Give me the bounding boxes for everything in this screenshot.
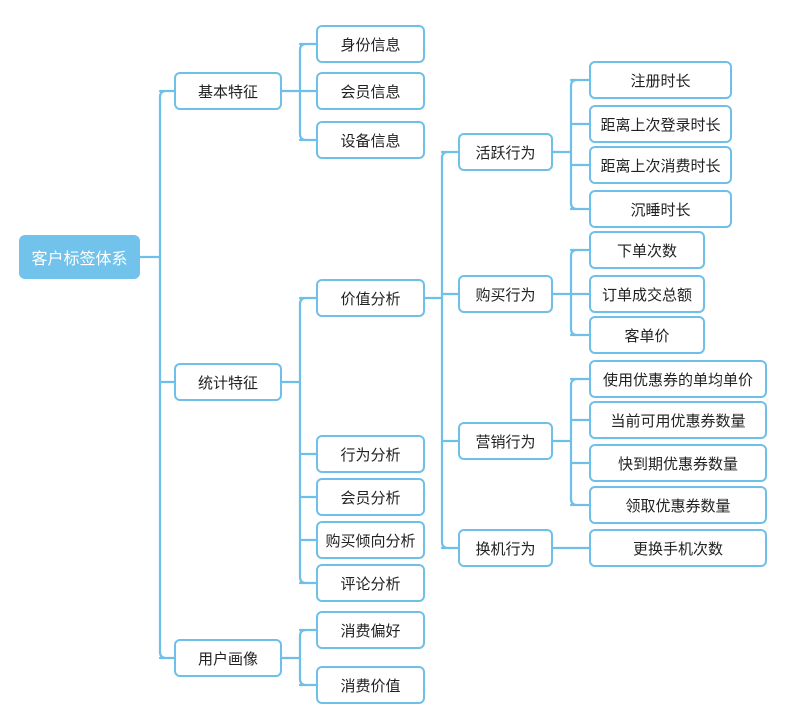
- node-consumption-preference: 消费偏好: [316, 611, 425, 649]
- connector-active-children: [551, 78, 591, 211]
- node-claimed-coupons: 领取优惠券数量: [589, 486, 767, 524]
- connector-basic-children: [280, 42, 318, 142]
- node-identity-info: 身份信息: [316, 25, 425, 63]
- node-active-behavior: 活跃行为: [458, 133, 553, 171]
- connector-purchase-children: [551, 248, 591, 337]
- connector-persona-children: [280, 628, 318, 687]
- node-marketing-behavior: 营销行为: [458, 422, 553, 460]
- node-purchase-tendency-analysis: 购买倾向分析: [316, 521, 425, 559]
- node-coupon-avg-price: 使用优惠券的单均单价: [589, 360, 767, 398]
- node-device-info: 设备信息: [316, 121, 425, 159]
- node-value-analysis: 价值分析: [316, 279, 425, 317]
- node-registration-duration: 注册时长: [589, 61, 732, 99]
- node-member-info: 会员信息: [316, 72, 425, 110]
- node-device-switch-behavior: 换机行为: [458, 529, 553, 567]
- connector-value-groups: [423, 150, 460, 550]
- node-since-last-login: 距离上次登录时长: [589, 105, 732, 143]
- node-order-count: 下单次数: [589, 231, 705, 269]
- node-order-total-amount: 订单成交总额: [589, 275, 705, 313]
- connector-marketing-children: [551, 377, 591, 507]
- connector-root-level1: [138, 89, 176, 660]
- node-since-last-purchase: 距离上次消费时长: [589, 146, 732, 184]
- node-review-analysis: 评论分析: [316, 564, 425, 602]
- node-expiring-coupons: 快到期优惠券数量: [589, 444, 767, 482]
- node-phone-change-count: 更换手机次数: [589, 529, 767, 567]
- node-basic-features: 基本特征: [174, 72, 282, 110]
- node-behavior-analysis: 行为分析: [316, 435, 425, 473]
- root-node: 客户标签体系: [19, 235, 140, 279]
- node-dormant-duration: 沉睡时长: [589, 190, 732, 228]
- node-purchase-behavior: 购买行为: [458, 275, 553, 313]
- node-average-order-value: 客单价: [589, 316, 705, 354]
- node-consumption-value: 消费价值: [316, 666, 425, 704]
- node-user-persona: 用户画像: [174, 639, 282, 677]
- node-member-analysis: 会员分析: [316, 478, 425, 516]
- connector-stats-children: [280, 296, 318, 585]
- node-statistical-features: 统计特征: [174, 363, 282, 401]
- node-available-coupons: 当前可用优惠券数量: [589, 401, 767, 439]
